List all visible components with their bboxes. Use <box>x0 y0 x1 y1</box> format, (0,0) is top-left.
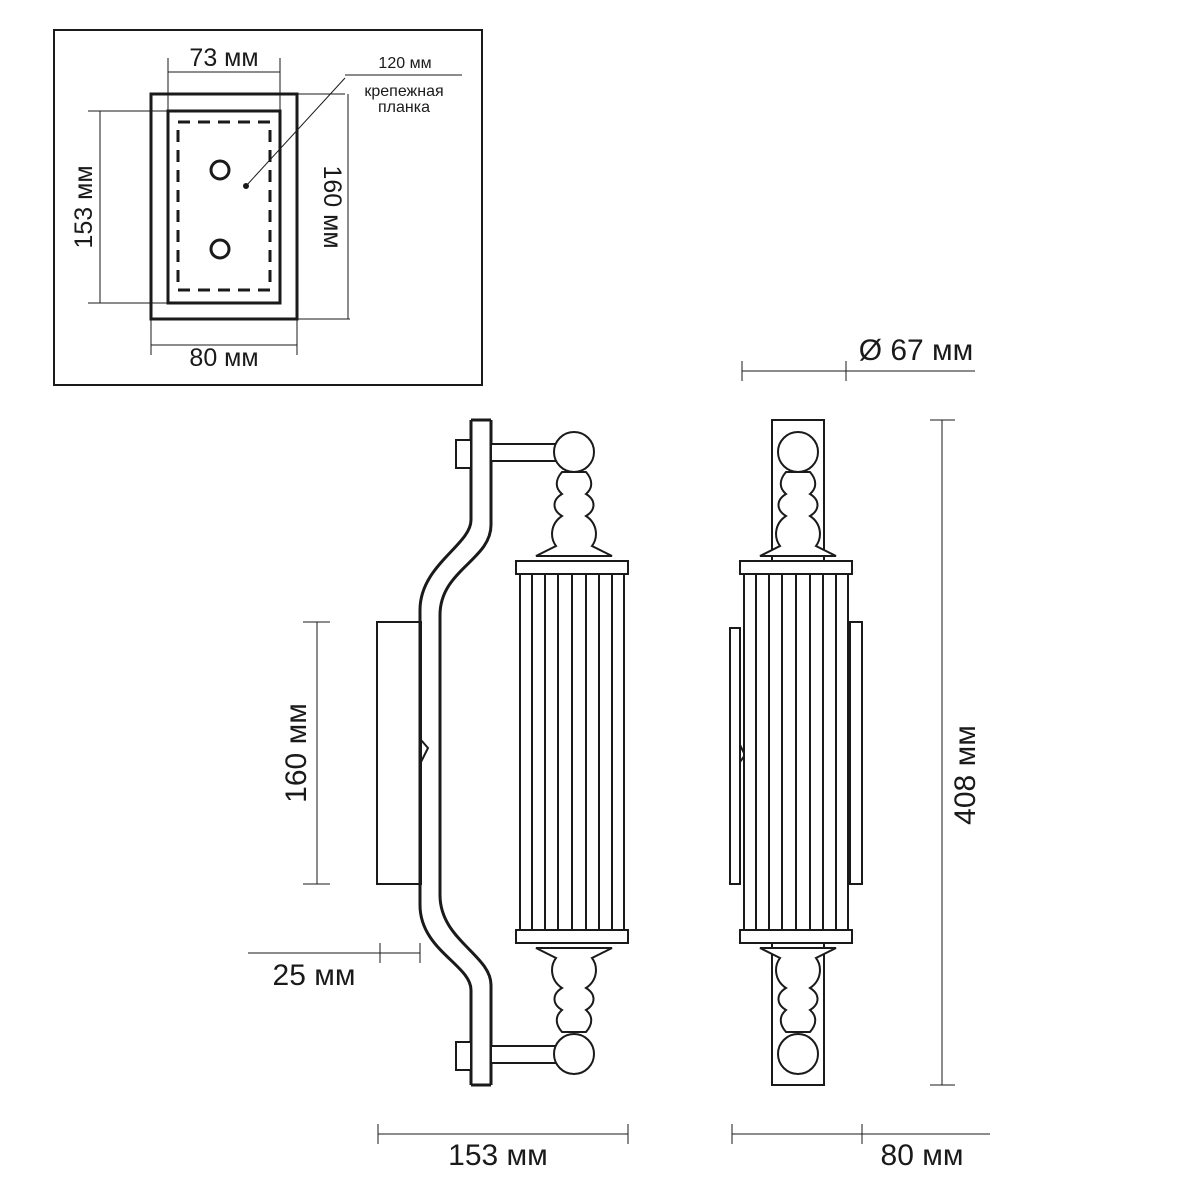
dim-160-side: 160 мм <box>280 703 313 803</box>
dim-25: 25 мм <box>273 959 356 992</box>
arm-inner <box>438 420 493 1085</box>
dim-408: 408 мм <box>949 725 982 825</box>
dim-153-side: 153 мм <box>448 1139 548 1172</box>
inset-frame <box>53 29 483 386</box>
screw-hole-bottom <box>209 238 231 260</box>
rod-bottom <box>490 1045 557 1064</box>
pin-bottom-left <box>455 1041 472 1071</box>
leader-dot <box>243 183 249 189</box>
dim-120: 120 мм <box>378 55 431 72</box>
switch <box>420 737 430 763</box>
arm-outer <box>418 420 473 1085</box>
outer-plate <box>149 92 299 321</box>
rod-top <box>490 443 557 462</box>
leader-line <box>245 77 346 187</box>
front-finial-bottom <box>759 947 837 1033</box>
front-finial-top <box>759 471 837 557</box>
finial-top <box>535 471 613 557</box>
dim-153-left: 153 мм <box>70 165 98 248</box>
finial-ball-top <box>553 431 595 473</box>
note-line-2: планка <box>378 99 430 116</box>
side-plate-left <box>729 627 741 885</box>
front-tube-ribs <box>755 574 837 930</box>
dim-80-inset: 80 мм <box>189 344 258 372</box>
inset-mounting-plate: 73 мм 120 мм крепежная планка 153 мм 160… <box>53 29 483 386</box>
front-finial-ball-top <box>777 431 819 473</box>
front-finial-ball-bottom <box>777 1033 819 1075</box>
dim-80-front: 80 мм <box>881 1139 964 1172</box>
dim-diameter-67: Ø 67 мм <box>859 334 974 367</box>
front-tube-cap-bottom <box>739 929 853 944</box>
dim-73: 73 мм <box>189 44 258 72</box>
mounting-bar-dashed <box>176 120 272 292</box>
side-view: 160 мм 25 мм 153 мм <box>248 418 629 1172</box>
screw-hole-top <box>209 159 231 181</box>
note-line-1: крепежная <box>364 83 443 100</box>
side-plate-right <box>849 621 863 885</box>
inner-plate <box>166 109 282 305</box>
dim-160-right: 160 мм <box>318 165 346 248</box>
front-tube-cap-top <box>739 560 853 575</box>
tube-cap-bottom <box>515 929 629 944</box>
tube-ribs <box>531 574 613 930</box>
pin-top-left <box>455 439 472 469</box>
finial-ball-bottom <box>553 1033 595 1075</box>
wall-plate <box>376 621 422 885</box>
finial-bottom <box>535 947 613 1033</box>
front-view: Ø 67 мм 408 мм 80 мм <box>729 334 990 1172</box>
tube-cap-top <box>515 560 629 575</box>
